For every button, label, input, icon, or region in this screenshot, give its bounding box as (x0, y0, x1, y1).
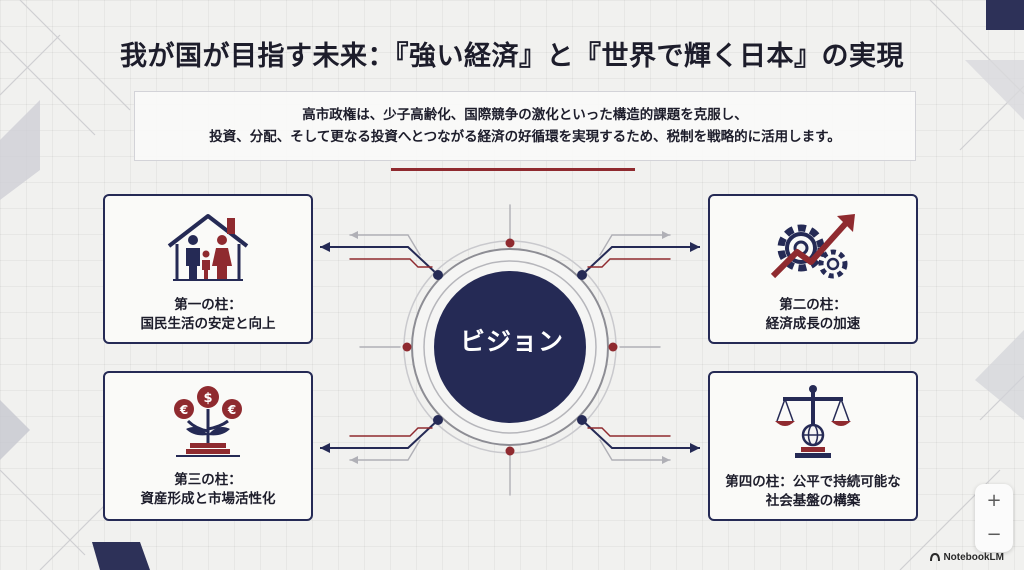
pillar-3-text: 資産形成と市場活性化 (140, 491, 276, 507)
intro-line-2: 投資、分配、そして更なる投資へとつながる経済の好循環を実現するため、税制を戦略的… (209, 129, 841, 145)
notebooklm-logo-icon (930, 553, 941, 561)
brand-name: NotebookLM (943, 552, 1004, 563)
pillar-3-label: 第三の柱： 資産形成と市場活性化 (105, 471, 311, 509)
pillar-2-text: 経済成長の加速 (765, 316, 861, 332)
svg-text:€: € (227, 403, 236, 417)
pillar-2-box: 第二の柱： 経済成長の加速 (708, 194, 918, 344)
family-house-icon (167, 214, 249, 281)
pillar-3-box: $ € € 第三の柱： 資産形成と市場活性化 (103, 371, 313, 521)
intro-underline (391, 168, 635, 171)
pillar-4-text: 社会基盤の構築 (765, 493, 861, 509)
svg-text:€: € (179, 403, 188, 417)
pillar-1-box: 第一の柱： 国民生活の安定と向上 (103, 194, 313, 344)
pillar-1-text: 国民生活の安定と向上 (140, 316, 276, 332)
page-title: 我が国が目指す未来：『強い経済』と『世界で輝く日本』の実現 (120, 41, 904, 72)
pillar-4-title: 第四の柱：公平で持続可能な (725, 474, 901, 490)
svg-text:$: $ (203, 391, 212, 406)
intro-box: 高市政権は、少子高齢化、国際競争の激化といった構造的課題を克服し、 投資、分配、… (134, 91, 916, 161)
money-plant-icon: $ € € (174, 386, 242, 457)
pillar-3-title: 第三の柱： (174, 472, 242, 488)
brand-watermark: NotebookLM (930, 552, 1004, 563)
zoom-controls: + − (975, 484, 1013, 552)
vision-label: ビジョン (459, 327, 564, 356)
intro-line-1: 高市政権は、少子高齢化、国際競争の激化といった構造的課題を克服し、 (302, 107, 748, 123)
pillar-1-title: 第一の柱： (174, 297, 242, 313)
pillar-1-label: 第一の柱： 国民生活の安定と向上 (105, 296, 311, 334)
pillar-4-box: 第四の柱：公平で持続可能な 社会基盤の構築 (708, 371, 918, 521)
pillar-2-label: 第二の柱： 経済成長の加速 (710, 296, 916, 334)
pillar-2-title: 第二の柱： (779, 297, 847, 313)
zoom-in-button[interactable]: + (986, 490, 1002, 511)
gear-growth-arrow-icon (770, 214, 855, 279)
vision-hub (320, 204, 700, 496)
balance-scale-globe-icon (775, 385, 851, 458)
pillar-4-label: 第四の柱：公平で持続可能な 社会基盤の構築 (710, 473, 916, 511)
zoom-out-button[interactable]: − (986, 524, 1002, 545)
